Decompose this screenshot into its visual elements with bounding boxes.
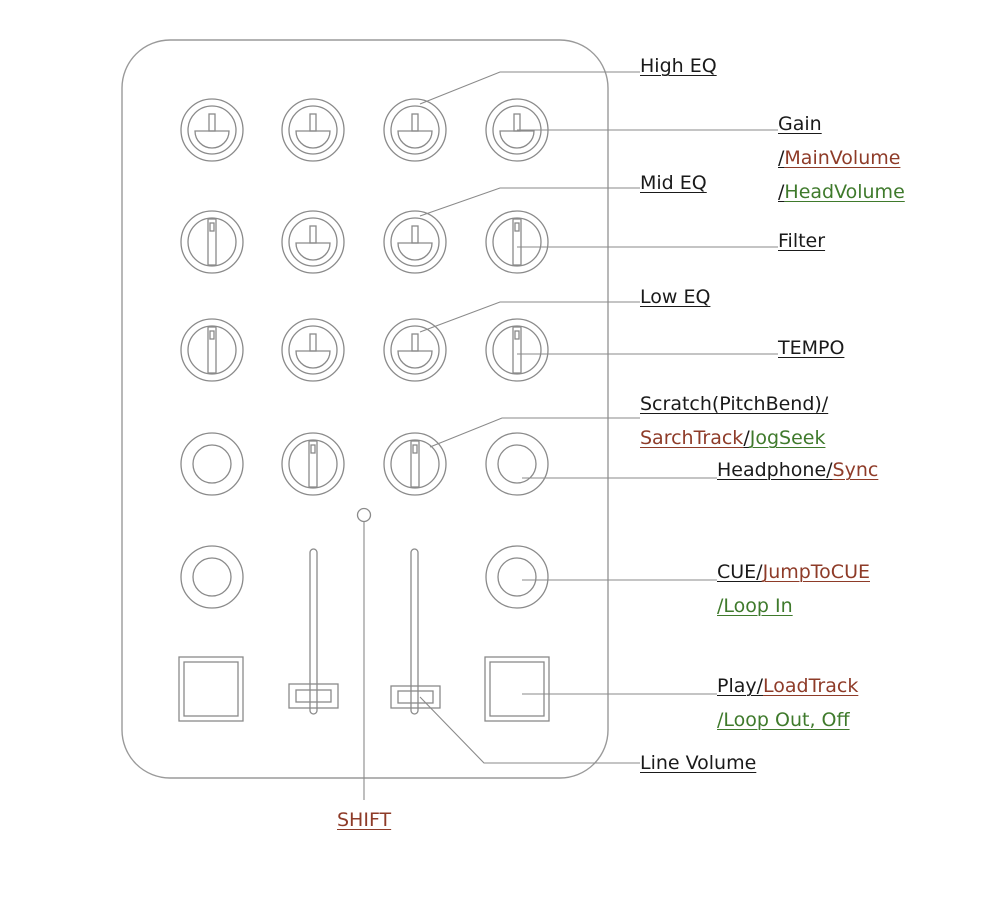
- leader-low-eq: [419, 301, 640, 333]
- leader-high-eq: [419, 71, 640, 105]
- knob: [180, 98, 244, 162]
- round-button: [180, 545, 244, 609]
- knob: [485, 318, 549, 382]
- label-filter: Filter: [778, 230, 826, 252]
- label-scratch: Scratch(PitchBend)/: [640, 393, 829, 415]
- label-gain: Gain: [778, 113, 822, 135]
- label-loop-in: /Loop In: [717, 595, 793, 617]
- knob: [383, 210, 447, 274]
- fader-left: [288, 548, 339, 715]
- knob: [383, 98, 447, 162]
- knob: [281, 432, 345, 496]
- square-button-right: [484, 656, 550, 722]
- label-low-eq: Low EQ: [640, 286, 711, 308]
- label-head-volume: /HeadVolume: [778, 181, 905, 203]
- knob: [383, 318, 447, 382]
- knob-row-1: [180, 98, 549, 162]
- leader-lines: [363, 71, 778, 800]
- control-row-5: [180, 545, 549, 609]
- knob: [485, 210, 549, 274]
- leader-line-volume: [419, 696, 640, 764]
- knob: [180, 318, 244, 382]
- label-shift: SHIFT: [337, 809, 392, 831]
- label-tempo: TEMPO: [778, 337, 845, 359]
- knob-row-2: [180, 210, 549, 274]
- label-high-eq: High EQ: [640, 55, 717, 77]
- leader-scratch: [429, 417, 640, 448]
- label-loop-out: /Loop Out, Off: [717, 709, 850, 731]
- label-main-volume: /MainVolume: [778, 147, 901, 169]
- label-mid-eq: Mid EQ: [640, 172, 707, 194]
- knob: [180, 210, 244, 274]
- label-headphone: Headphone/Sync: [717, 459, 879, 481]
- label-play: Play/LoadTrack: [717, 675, 859, 697]
- shift-indicator: [356, 507, 372, 523]
- controller-body: [121, 39, 609, 779]
- round-button: [485, 432, 549, 496]
- control-row-4: [180, 432, 549, 496]
- knob: [383, 432, 447, 496]
- knob: [281, 318, 345, 382]
- knob-row-3: [180, 318, 549, 382]
- square-button-left: [178, 656, 244, 722]
- fader-right: [390, 548, 441, 715]
- leader-mid-eq: [419, 187, 640, 217]
- label-cue: CUE/JumpToCUE: [717, 561, 870, 583]
- knob: [281, 98, 345, 162]
- label-line-volume: Line Volume: [640, 752, 757, 774]
- knob: [281, 210, 345, 274]
- round-button: [180, 432, 244, 496]
- round-button: [485, 545, 549, 609]
- label-search-track: SarchTrack/JogSeek: [640, 427, 826, 449]
